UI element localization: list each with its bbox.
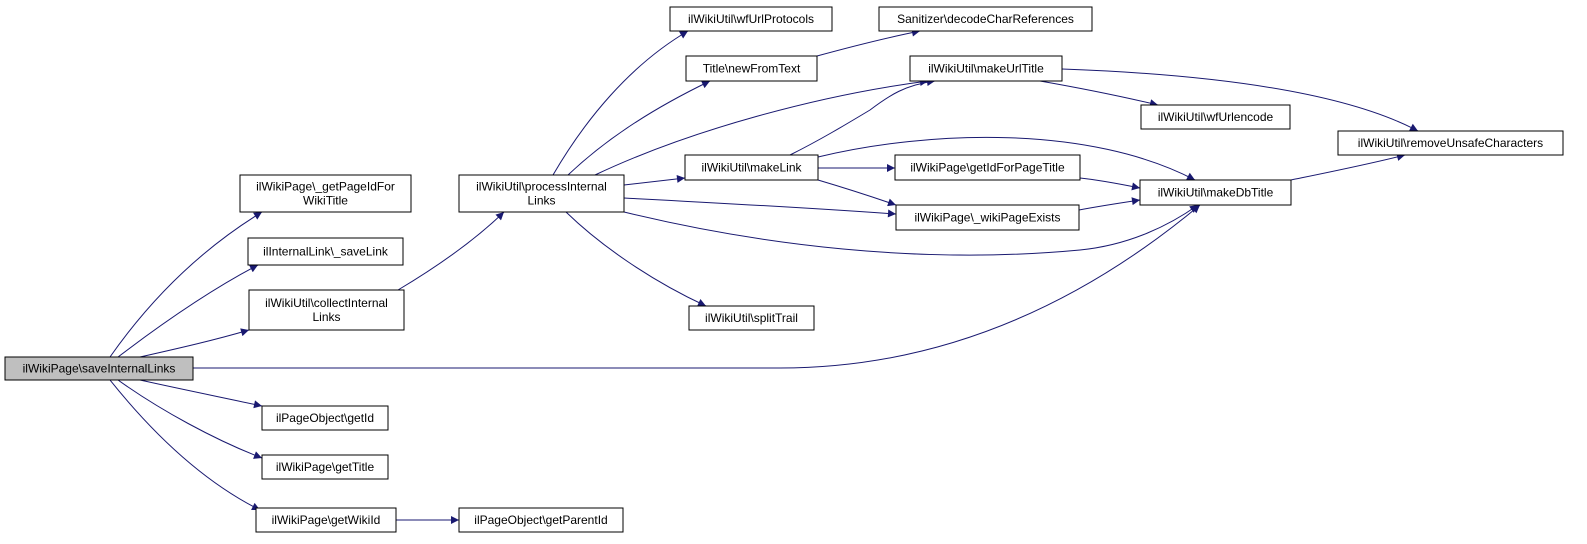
node-box <box>239 174 412 213</box>
node-makeDbTitle[interactable]: ilWikiUtil\makeDbTitle <box>1139 179 1292 206</box>
edge-saveInternalLinks-to-saveLink <box>117 264 259 358</box>
node-label: ilInternalLink\_saveLink <box>263 245 389 259</box>
node-label: ilWikiUtil\splitTrail <box>705 311 798 325</box>
edge-makeDbTitle-to-removeUnsafeCharacters <box>1290 153 1406 181</box>
node-label: ilPageObject\getId <box>276 411 374 425</box>
node-makeLink[interactable]: ilWikiUtil\makeLink <box>684 154 819 181</box>
node-box <box>685 55 818 82</box>
node-label: ilWikiUtil\processInternal <box>476 180 607 194</box>
node-newFromText[interactable]: Title\newFromText <box>685 55 818 82</box>
node-box <box>909 55 1063 82</box>
node-box <box>458 507 624 533</box>
edge-makeLink-to-makeDbTitle <box>817 136 1196 181</box>
node-label: Links <box>312 310 340 324</box>
edge-processInternalLinks-to-makeDbTitle <box>623 204 1199 256</box>
node-box <box>669 6 833 32</box>
edge-saveInternalLinks-to-getId <box>139 379 263 409</box>
node-box <box>261 454 389 480</box>
node-label: ilWikiUtil\collectInternal <box>265 296 388 310</box>
node-label: ilWikiUtil\makeUrlTitle <box>928 62 1044 76</box>
edge-saveInternalLinks-to-getWikiId <box>109 379 261 511</box>
node-wikiPageExists[interactable]: ilWikiPage\_wikiPageExists <box>895 204 1080 231</box>
node-box <box>1140 104 1291 130</box>
node-box <box>684 154 819 181</box>
node-box <box>4 356 194 381</box>
node-box <box>895 204 1080 231</box>
node-getId[interactable]: ilPageObject\getId <box>261 405 389 431</box>
edge-saveInternalLinks-to-makeDbTitle <box>193 204 1201 369</box>
edge-processInternalLinks-to-wfUrlProtocols <box>552 30 689 176</box>
node-box <box>894 154 1081 181</box>
edge-makeUrlTitle-to-removeUnsafeCharacters <box>1061 68 1419 132</box>
edge-processInternalLinks-to-makeLink <box>623 174 686 186</box>
node-box <box>1139 179 1292 206</box>
node-box <box>688 305 815 331</box>
node-box <box>261 405 389 431</box>
edge-processInternalLinks-to-newFromText <box>567 80 711 176</box>
node-saveInternalLinks[interactable]: ilWikiPage\saveInternalLinks <box>4 356 194 381</box>
node-makeUrlTitle[interactable]: ilWikiUtil\makeUrlTitle <box>909 55 1063 82</box>
node-wfUrlProtocols[interactable]: ilWikiUtil\wfUrlProtocols <box>669 6 833 32</box>
node-getTitle[interactable]: ilWikiPage\getTitle <box>261 454 389 480</box>
node-label: ilWikiPage\_getPageIdFor <box>256 180 395 194</box>
edge-newFromText-to-decodeCharReferences <box>816 28 921 57</box>
node-box <box>247 237 404 266</box>
edge-processInternalLinks-to-makeUrlTitle <box>594 78 929 176</box>
edge-getIdForPageTitle-to-makeDbTitle <box>1079 177 1141 191</box>
node-box <box>255 507 397 533</box>
node-label: ilWikiUtil\wfUrlencode <box>1158 110 1274 124</box>
node-label: Title\newFromText <box>703 62 801 76</box>
node-label: ilWikiPage\getWikiId <box>272 513 381 527</box>
edge-wikiPageExists-to-makeDbTitle <box>1078 197 1141 211</box>
node-label: Links <box>527 194 555 208</box>
node-removeUnsafeCharacters[interactable]: ilWikiUtil\removeUnsafeCharacters <box>1337 130 1564 156</box>
node-label: ilWikiPage\getIdForPageTitle <box>910 161 1065 175</box>
node-getParentId[interactable]: ilPageObject\getParentId <box>458 507 624 533</box>
edge-processInternalLinks-to-splitTrail <box>565 211 707 307</box>
node-box <box>878 6 1093 32</box>
edge-saveInternalLinks-to-collectInternalLinks <box>139 328 250 358</box>
node-decodeCharReferences[interactable]: Sanitizer\decodeCharReferences <box>878 6 1093 32</box>
edge-saveInternalLinks-to-getTitle <box>117 379 263 459</box>
node-label: ilPageObject\getParentId <box>474 513 607 527</box>
node-label: ilWikiPage\_wikiPageExists <box>914 211 1060 225</box>
edge-makeLink-to-wikiPageExists <box>817 179 897 207</box>
node-layer: ilWikiPage\saveInternalLinks ilWikiPage\_… <box>4 6 1564 533</box>
node-box <box>1337 130 1564 156</box>
edge-makeUrlTitle-to-wfUrlencode <box>1039 80 1159 108</box>
node-label: ilWikiUtil\makeDbTitle <box>1158 186 1274 200</box>
node-box <box>248 289 405 331</box>
node-label: ilWikiUtil\removeUnsafeCharacters <box>1358 136 1543 150</box>
edge-collectInternalLinks-to-processInternalLinks <box>397 211 505 291</box>
edge-saveInternalLinks-to-getPageIdForWikiTitle <box>109 211 263 358</box>
edge-makeLink-to-makeUrlTitle <box>789 78 936 156</box>
node-box <box>458 174 625 213</box>
node-label: ilWikiUtil\makeLink <box>701 161 802 175</box>
node-label: ilWikiPage\getTitle <box>276 460 375 474</box>
node-saveLink[interactable]: ilInternalLink\_saveLink <box>247 237 404 266</box>
node-wfUrlencode[interactable]: ilWikiUtil\wfUrlencode <box>1140 104 1291 130</box>
node-getWikiId[interactable]: ilWikiPage\getWikiId <box>255 507 397 533</box>
node-getIdForPageTitle[interactable]: ilWikiPage\getIdForPageTitle <box>894 154 1081 181</box>
node-splitTrail[interactable]: ilWikiUtil\splitTrail <box>688 305 815 331</box>
node-label: Sanitizer\decodeCharReferences <box>897 12 1074 26</box>
node-label: ilWikiPage\saveInternalLinks <box>23 362 176 376</box>
node-label: WikiTitle <box>303 194 348 208</box>
edge-processInternalLinks-to-wikiPageExists <box>623 197 897 218</box>
node-label: ilWikiUtil\wfUrlProtocols <box>688 12 814 26</box>
edge-layer <box>109 28 1419 524</box>
